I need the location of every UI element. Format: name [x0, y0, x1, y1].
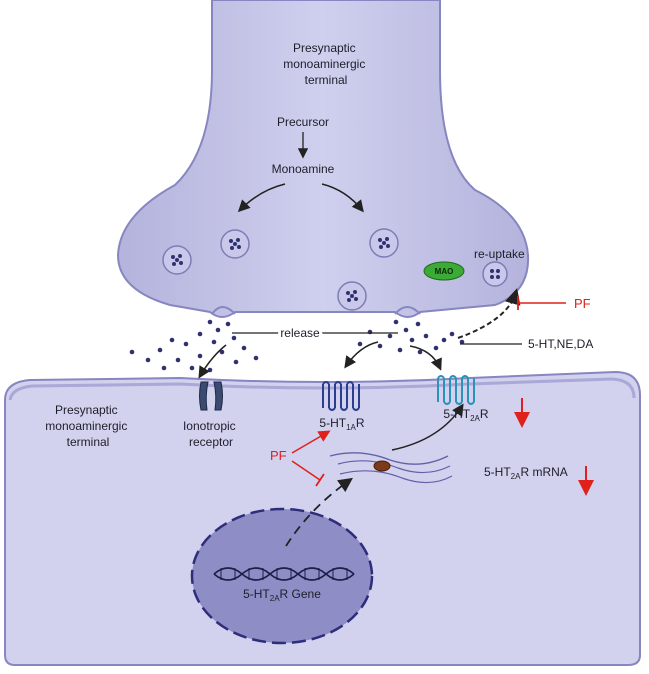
- vesicle-icon: [337, 281, 367, 311]
- vesicle-icon: [369, 228, 399, 258]
- release-arrow-1a: [344, 341, 379, 369]
- presynaptic-terminal: [116, 0, 530, 318]
- mao-enzyme-icon: MAO: [423, 261, 465, 281]
- mao-label: MAO: [435, 267, 454, 276]
- ht2a-gene-label: 5-HT2AR Gene: [243, 587, 321, 603]
- dna-helix-icon: [213, 567, 355, 581]
- postsynaptic-terminal-label: Presynaptic monoaminergic terminal: [45, 403, 130, 449]
- gpcr-receptor-icon: [437, 375, 475, 405]
- ht2a-mrna-label: 5-HT2AR mRNA: [484, 465, 568, 481]
- nucleus: [190, 507, 374, 645]
- pf-reuptake-label: PF: [574, 296, 591, 311]
- release-arrow-ionotropic: [198, 344, 227, 379]
- monoamine-arrow-left: [237, 183, 286, 213]
- inhibition-bar-icon: [517, 296, 566, 310]
- monoamine-label: Monoamine: [272, 162, 335, 176]
- transmitter-label: 5-HT,NE,DA: [528, 337, 593, 351]
- vesicle-icon: [482, 261, 508, 287]
- ht1a-receptor-label: 5-HT1AR: [319, 416, 364, 432]
- ionotropic-receptor-icon: [199, 381, 223, 411]
- release-arrow-2a: [409, 345, 442, 371]
- monoamine-arrow-right: [321, 183, 364, 213]
- pf-gene-label: PF: [270, 448, 287, 463]
- release-pore-right: [394, 306, 421, 315]
- pf-activation-arrow: [291, 430, 331, 454]
- reuptake-arrow: [457, 288, 521, 339]
- precursor-label: Precursor: [277, 115, 329, 129]
- mrna-ribosome-icon: [329, 452, 453, 484]
- reuptake-label: re-uptake: [474, 247, 525, 261]
- translation-arrow: [391, 403, 464, 451]
- gpcr-receptor-icon: [322, 381, 360, 411]
- transmitter-dots: [129, 319, 465, 373]
- ionotropic-receptor-label: Ionotropic receptor: [183, 419, 239, 449]
- release-label: release: [280, 326, 320, 340]
- inhibition-bar-icon: [291, 460, 325, 487]
- transcription-arrow: [285, 477, 353, 547]
- presynaptic-terminal-label: Presynaptic monoaminergic terminal: [283, 41, 368, 87]
- vesicle-icon: [220, 229, 250, 259]
- vesicle-icon: [162, 245, 192, 275]
- release-pore-left: [211, 306, 236, 315]
